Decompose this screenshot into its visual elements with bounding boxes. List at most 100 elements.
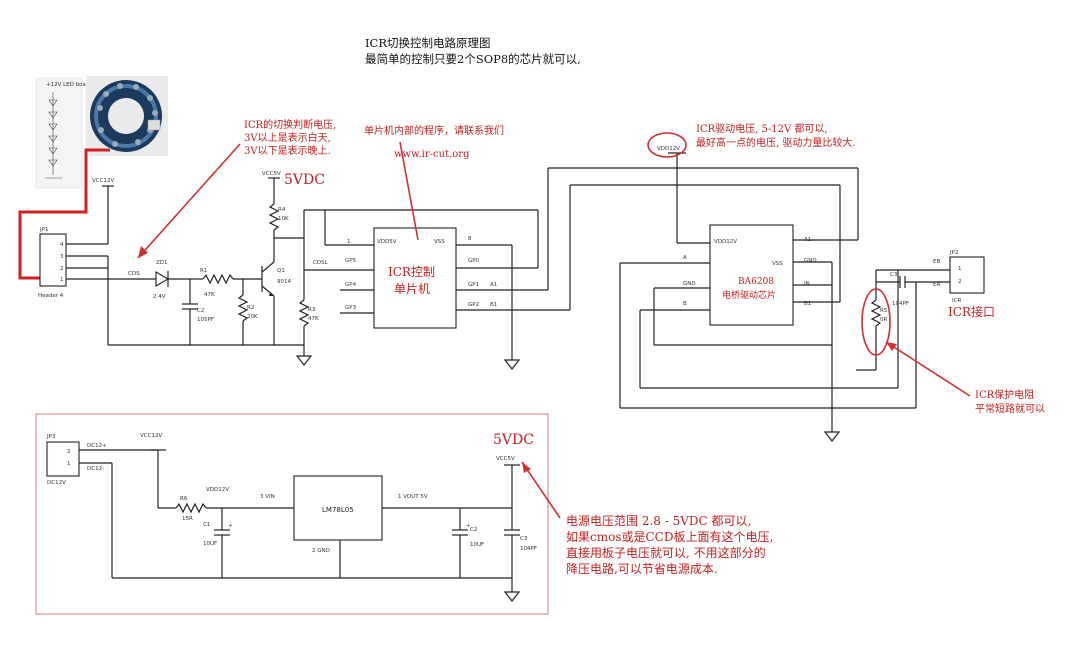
jp1-pin4: 4 bbox=[60, 242, 64, 248]
r6-label: R6 bbox=[180, 496, 188, 502]
mcu-pin-r2: GP0 bbox=[468, 258, 480, 264]
icr-drive-note-2: 最好高一点的电压, 驱动力量比较大. bbox=[696, 136, 856, 149]
c2-capacitor bbox=[182, 279, 198, 345]
mcu-net-a1: A1 bbox=[490, 282, 497, 288]
regulator-label: LM78L05 bbox=[322, 506, 354, 514]
title-line1: ICR切换控制电路原理图 bbox=[365, 36, 491, 50]
c5-label: C3 bbox=[520, 536, 528, 542]
regulator-chip: LM78L05 3 VIN 1 VOUT 5V 2 GND bbox=[260, 475, 428, 554]
five-vdc-top: 5VDC bbox=[284, 172, 325, 188]
r4-resistor: R4 10K VCC5V bbox=[262, 171, 289, 238]
vdd12v-top-label: VDD12V bbox=[657, 146, 680, 152]
r1-val: 47K bbox=[204, 292, 215, 298]
jp2-sub: ICR bbox=[952, 298, 961, 304]
jp2-header: JP2 ICR 1 2 EB EA bbox=[933, 250, 985, 304]
r4-val: 10K bbox=[278, 216, 289, 222]
jp2-pin2: 2 bbox=[958, 279, 962, 285]
jp1-pin2: 2 bbox=[60, 266, 64, 272]
driver-chip: BA6208 电桥驱动芯片 VDD12V A GND B A1 GND IN B… bbox=[683, 224, 817, 326]
r2-label: R2 bbox=[247, 305, 254, 311]
q1-transistor: Q1 9014 bbox=[261, 238, 291, 345]
power-wiring bbox=[79, 449, 521, 602]
c1-label: C1 bbox=[203, 522, 210, 528]
reg-vout: 1 VOUT 5V bbox=[398, 494, 428, 500]
jp3-pin2: 2 bbox=[67, 449, 71, 455]
drv-pin-r3: IN bbox=[804, 281, 810, 287]
r1-resistor: R1 47K bbox=[190, 268, 262, 298]
protect-arrow bbox=[885, 341, 971, 397]
icr-port-label: ICR接口 bbox=[948, 304, 995, 319]
power-section-frame bbox=[35, 413, 549, 615]
vcc12v-bot-label: VCC12V bbox=[140, 433, 162, 439]
power-note-1: 电源电压范围 2.8 - 5VDC 都可以, bbox=[566, 514, 751, 528]
mcu-pin-r1: VSS bbox=[434, 239, 445, 245]
protect-note-2: 平常短路就可以 bbox=[975, 402, 1045, 415]
vdd12v-bot-label: VDD12V bbox=[206, 487, 229, 493]
mcu-pin-l1: VDD5V bbox=[377, 239, 397, 245]
mcu-pin-l2: GP5 bbox=[345, 258, 357, 264]
jp2-pin1: 1 bbox=[958, 266, 962, 272]
mcu-pin-l3: GP4 bbox=[345, 282, 357, 288]
r3-label: R3 bbox=[308, 307, 316, 313]
driver-power-wiring bbox=[619, 152, 917, 442]
vdd12v-highlight bbox=[647, 132, 687, 158]
zd1-val: 2.4V bbox=[153, 294, 166, 300]
reg-gnd: 2 GND bbox=[312, 548, 330, 554]
c2-val: 105PF bbox=[197, 317, 214, 323]
svg-text:+: + bbox=[228, 523, 233, 529]
r6-val: 15R bbox=[182, 516, 193, 522]
c4-label: C2 bbox=[470, 527, 477, 533]
power-note-arrow bbox=[521, 461, 561, 519]
r4-label: R4 bbox=[278, 207, 286, 213]
icr-drive-note-1: ICR驱动电压, 5-12V 都可以, bbox=[696, 122, 828, 135]
jp1-header: JP1 Header 4 4 3 2 1 bbox=[38, 227, 67, 299]
title-line2: 最简单的控制只要2个SOP8的芯片就可以, bbox=[365, 52, 581, 66]
driver-label-1: BA6208 bbox=[738, 277, 774, 287]
c3-val: 104PF bbox=[892, 301, 909, 307]
svg-text:+: + bbox=[466, 523, 471, 529]
drv-pin-l1: VDD12V bbox=[714, 239, 737, 245]
vcc5v-top-label: VCC5V bbox=[262, 171, 281, 177]
cdsl-label: CDSL bbox=[313, 260, 329, 266]
jp3-net2: DC12- bbox=[87, 466, 104, 472]
jp3-net1: DC12+ bbox=[87, 443, 107, 449]
r2-val: 20K bbox=[247, 314, 258, 320]
mcu-net-b1: B1 bbox=[490, 302, 497, 308]
r5-val: 0R bbox=[880, 317, 887, 323]
jp1-pin1: 1 bbox=[60, 277, 64, 283]
protect-resistor-highlight bbox=[861, 288, 891, 356]
website-note: www.ir-cut.org bbox=[394, 149, 470, 160]
jp3-label: JP3 bbox=[46, 434, 56, 440]
mcu-label-1: ICR控制 bbox=[388, 265, 435, 279]
r2-resistor: R2 20K bbox=[237, 279, 258, 345]
red-led-wire bbox=[18, 148, 110, 280]
zd1-zener: ZD1 2.4V bbox=[138, 260, 190, 300]
jp1-label: JP1 bbox=[39, 227, 48, 233]
jp1-wiring bbox=[66, 185, 304, 346]
led-board-label: +12V LED board bbox=[46, 82, 92, 88]
mcu-input-wiring bbox=[274, 209, 538, 314]
mcu-chip: ICR控制 单片机 VDD5V GP5 GP4 GP3 1 VSS GP0 GP… bbox=[345, 227, 497, 329]
c4-val: 10UF bbox=[470, 542, 484, 548]
mcu-pin-r3: GP1 bbox=[468, 282, 479, 288]
q1-val: 9014 bbox=[277, 279, 291, 285]
jp2-net2: EA bbox=[933, 282, 940, 288]
jp2-net1: EB bbox=[933, 259, 940, 265]
icr-port-wiring bbox=[860, 269, 950, 371]
drv-pin-r1: A1 bbox=[804, 237, 811, 243]
c1-val: 10UF bbox=[203, 541, 217, 547]
power-note-3: 直接用板子电压就可以, 不用这部分的 bbox=[566, 545, 766, 560]
mcu-pin-r4: GP2 bbox=[468, 302, 479, 308]
jp2-label: JP2 bbox=[949, 250, 958, 256]
c5-val: 104PF bbox=[520, 546, 537, 552]
q1-label: Q1 bbox=[277, 268, 285, 274]
drv-pin-l3: GND bbox=[683, 281, 696, 287]
jp3-pin1: 1 bbox=[67, 461, 71, 467]
mcu-label-2: 单片机 bbox=[394, 282, 430, 296]
r3-val: 47K bbox=[308, 316, 319, 322]
jp1-sub: Header 4 bbox=[38, 293, 64, 299]
vcc12v-top-label: VCC12V bbox=[92, 178, 114, 184]
r1-label: R1 bbox=[200, 268, 207, 274]
mcu-num-r1: 8 bbox=[468, 236, 472, 242]
